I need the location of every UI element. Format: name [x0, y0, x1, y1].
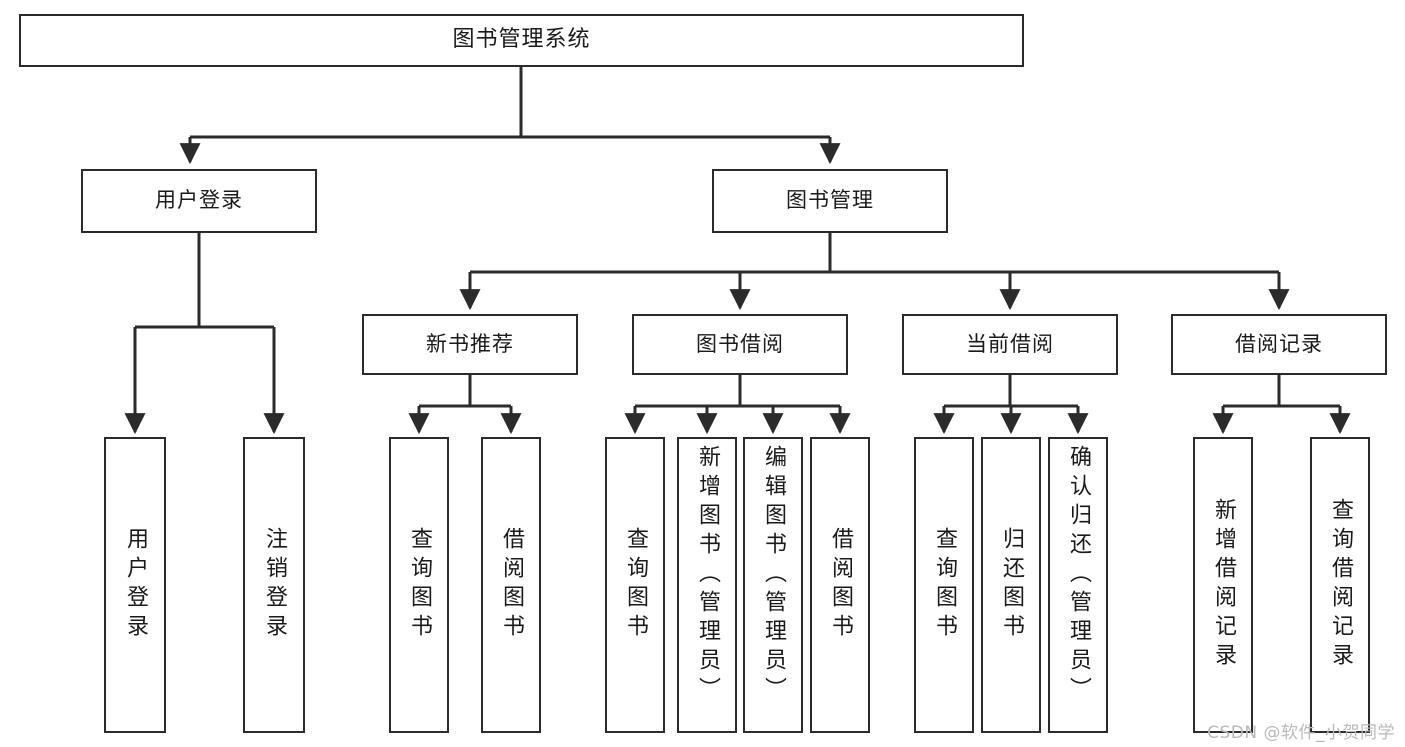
node-leaf-edit-book[interactable]: 编辑图书（管理员）: [743, 437, 803, 733]
node-leaf-query-book-2-label: 查询图书: [623, 527, 648, 643]
node-leaf-query-book-3[interactable]: 查询图书: [914, 437, 974, 733]
node-book-borrow[interactable]: 图书借阅: [632, 314, 848, 375]
node-leaf-query-record[interactable]: 查询借阅记录: [1310, 437, 1370, 733]
node-leaf-return-book-label: 归还图书: [999, 527, 1024, 643]
node-leaf-borrow-book-1[interactable]: 借阅图书: [481, 437, 541, 733]
node-current-borrow-label: 当前借阅: [966, 331, 1054, 356]
node-new-book-recommend[interactable]: 新书推荐: [362, 314, 578, 375]
node-leaf-add-book[interactable]: 新增图书（管理员）: [677, 437, 737, 733]
node-leaf-confirm-return-label: 确认归还（管理员）: [1066, 445, 1091, 706]
node-book-borrow-label: 图书借阅: [696, 331, 784, 356]
node-leaf-query-book-1[interactable]: 查询图书: [389, 437, 449, 733]
node-root-system-label: 图书管理系统: [452, 27, 591, 53]
node-leaf-query-book-1-label: 查询图书: [407, 527, 432, 643]
node-leaf-borrow-book-1-label: 借阅图书: [499, 527, 524, 643]
node-leaf-user-login[interactable]: 用户登录: [104, 437, 166, 733]
node-book-manage-label: 图书管理: [786, 188, 874, 213]
node-leaf-logout-login-label: 注销登录: [262, 527, 287, 643]
node-leaf-query-record-label: 查询借阅记录: [1328, 498, 1353, 672]
node-leaf-borrow-book-2[interactable]: 借阅图书: [810, 437, 870, 733]
node-new-book-recommend-label: 新书推荐: [426, 331, 514, 356]
node-leaf-add-record-label: 新增借阅记录: [1211, 498, 1236, 672]
node-leaf-confirm-return[interactable]: 确认归还（管理员）: [1048, 437, 1108, 733]
node-user-login-label: 用户登录: [155, 188, 243, 213]
node-user-login[interactable]: 用户登录: [81, 169, 317, 233]
node-root-system[interactable]: 图书管理系统: [19, 14, 1024, 67]
node-borrow-record-label: 借阅记录: [1235, 331, 1323, 356]
node-leaf-query-book-2[interactable]: 查询图书: [605, 437, 665, 733]
node-leaf-add-book-label: 新增图书（管理员）: [695, 445, 720, 706]
node-leaf-borrow-book-2-label: 借阅图书: [828, 527, 853, 643]
node-leaf-user-login-label: 用户登录: [123, 527, 148, 643]
node-leaf-logout-login[interactable]: 注销登录: [243, 437, 305, 733]
node-current-borrow[interactable]: 当前借阅: [902, 314, 1118, 375]
node-borrow-record[interactable]: 借阅记录: [1171, 314, 1387, 375]
node-leaf-return-book[interactable]: 归还图书: [981, 437, 1041, 733]
node-leaf-add-record[interactable]: 新增借阅记录: [1193, 437, 1253, 733]
node-book-manage[interactable]: 图书管理: [712, 169, 948, 233]
node-leaf-edit-book-label: 编辑图书（管理员）: [761, 445, 786, 706]
node-leaf-query-book-3-label: 查询图书: [932, 527, 957, 643]
